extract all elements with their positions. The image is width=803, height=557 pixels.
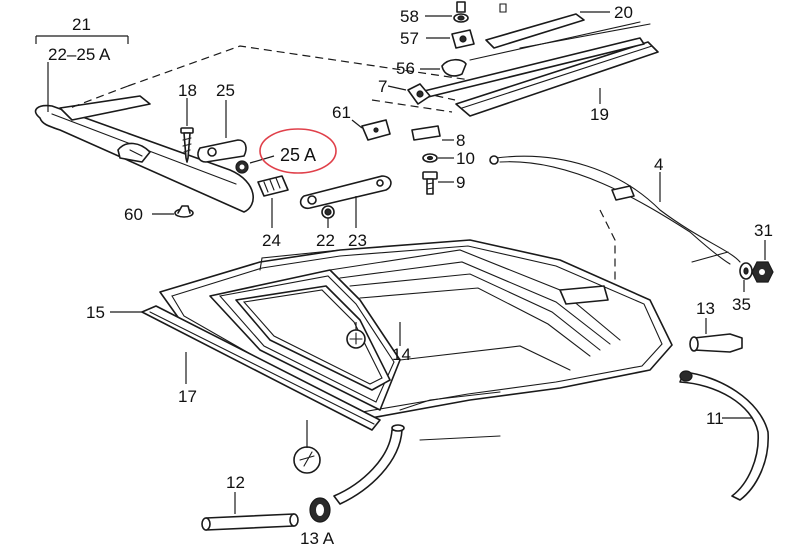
- guide-56: [420, 58, 467, 77]
- callout-9: 9: [456, 173, 465, 192]
- detail-icon-lower: [293, 420, 321, 474]
- callout-19: 19: [590, 105, 609, 124]
- callout-13a: 13 A: [300, 529, 335, 548]
- roof-frame: [159, 239, 673, 441]
- plug-60: [152, 205, 194, 218]
- nut-22: [321, 205, 335, 228]
- callout-20: 20: [614, 3, 633, 22]
- bracket-61: [351, 119, 391, 141]
- drain-hose-front: [333, 424, 405, 505]
- callout-22: 22: [316, 231, 335, 250]
- callout-35: 35: [732, 295, 751, 314]
- detail-icon-upper: [346, 322, 366, 349]
- drain-tube-11: [679, 370, 769, 501]
- bracket-57: [426, 29, 475, 49]
- callout-15: 15: [86, 303, 105, 322]
- bolt-9: [422, 171, 454, 195]
- callout-8: 8: [456, 131, 465, 150]
- callout-11: 11: [706, 409, 724, 428]
- clip-25: [197, 100, 247, 163]
- callout-18: 18: [178, 81, 197, 100]
- washer-58: [425, 1, 469, 23]
- callout-4: 4: [654, 155, 663, 174]
- sun-visor-assembly: [34, 95, 254, 213]
- callout-21: 21: [72, 15, 91, 34]
- washer-10: [422, 153, 454, 163]
- washer-35: [739, 262, 753, 292]
- callout-24: 24: [262, 231, 281, 250]
- connector-13: [689, 318, 743, 353]
- callout-17: 17: [178, 387, 197, 406]
- callout-61: 61: [332, 103, 351, 122]
- callout-14: 14: [392, 345, 411, 364]
- hose-12: [201, 492, 299, 531]
- hinge-arm-23: [299, 175, 392, 228]
- callout-13: 13: [696, 299, 715, 318]
- callout-31: 31: [754, 221, 773, 240]
- callout-10: 10: [456, 149, 475, 168]
- callout-25: 25: [216, 81, 235, 100]
- spring-24: [257, 175, 289, 228]
- callout-7: 7: [378, 77, 387, 96]
- plate-8: [411, 125, 454, 141]
- seal-strip-15-17: [110, 305, 381, 431]
- callout-58: 58: [400, 7, 419, 26]
- callout-21-bracket: [35, 35, 129, 112]
- cable-4: [489, 155, 741, 265]
- rail-19: [419, 21, 659, 117]
- callout-22-25a: 22–25 A: [48, 45, 111, 64]
- red-circle-highlight: [259, 128, 337, 174]
- glass-panel-14: [235, 285, 391, 391]
- callout-23: 23: [348, 231, 367, 250]
- valve-13a: [309, 497, 331, 523]
- cable-guide-20: [485, 3, 610, 49]
- callout-56: 56: [396, 59, 415, 78]
- callout-60: 60: [124, 205, 143, 224]
- nut-31: [751, 240, 774, 283]
- callout-25a: 25 A: [280, 145, 316, 165]
- drive-7: [387, 83, 431, 105]
- callout-12: 12: [226, 473, 245, 492]
- callout-57: 57: [400, 29, 419, 48]
- screw-18: [180, 98, 194, 163]
